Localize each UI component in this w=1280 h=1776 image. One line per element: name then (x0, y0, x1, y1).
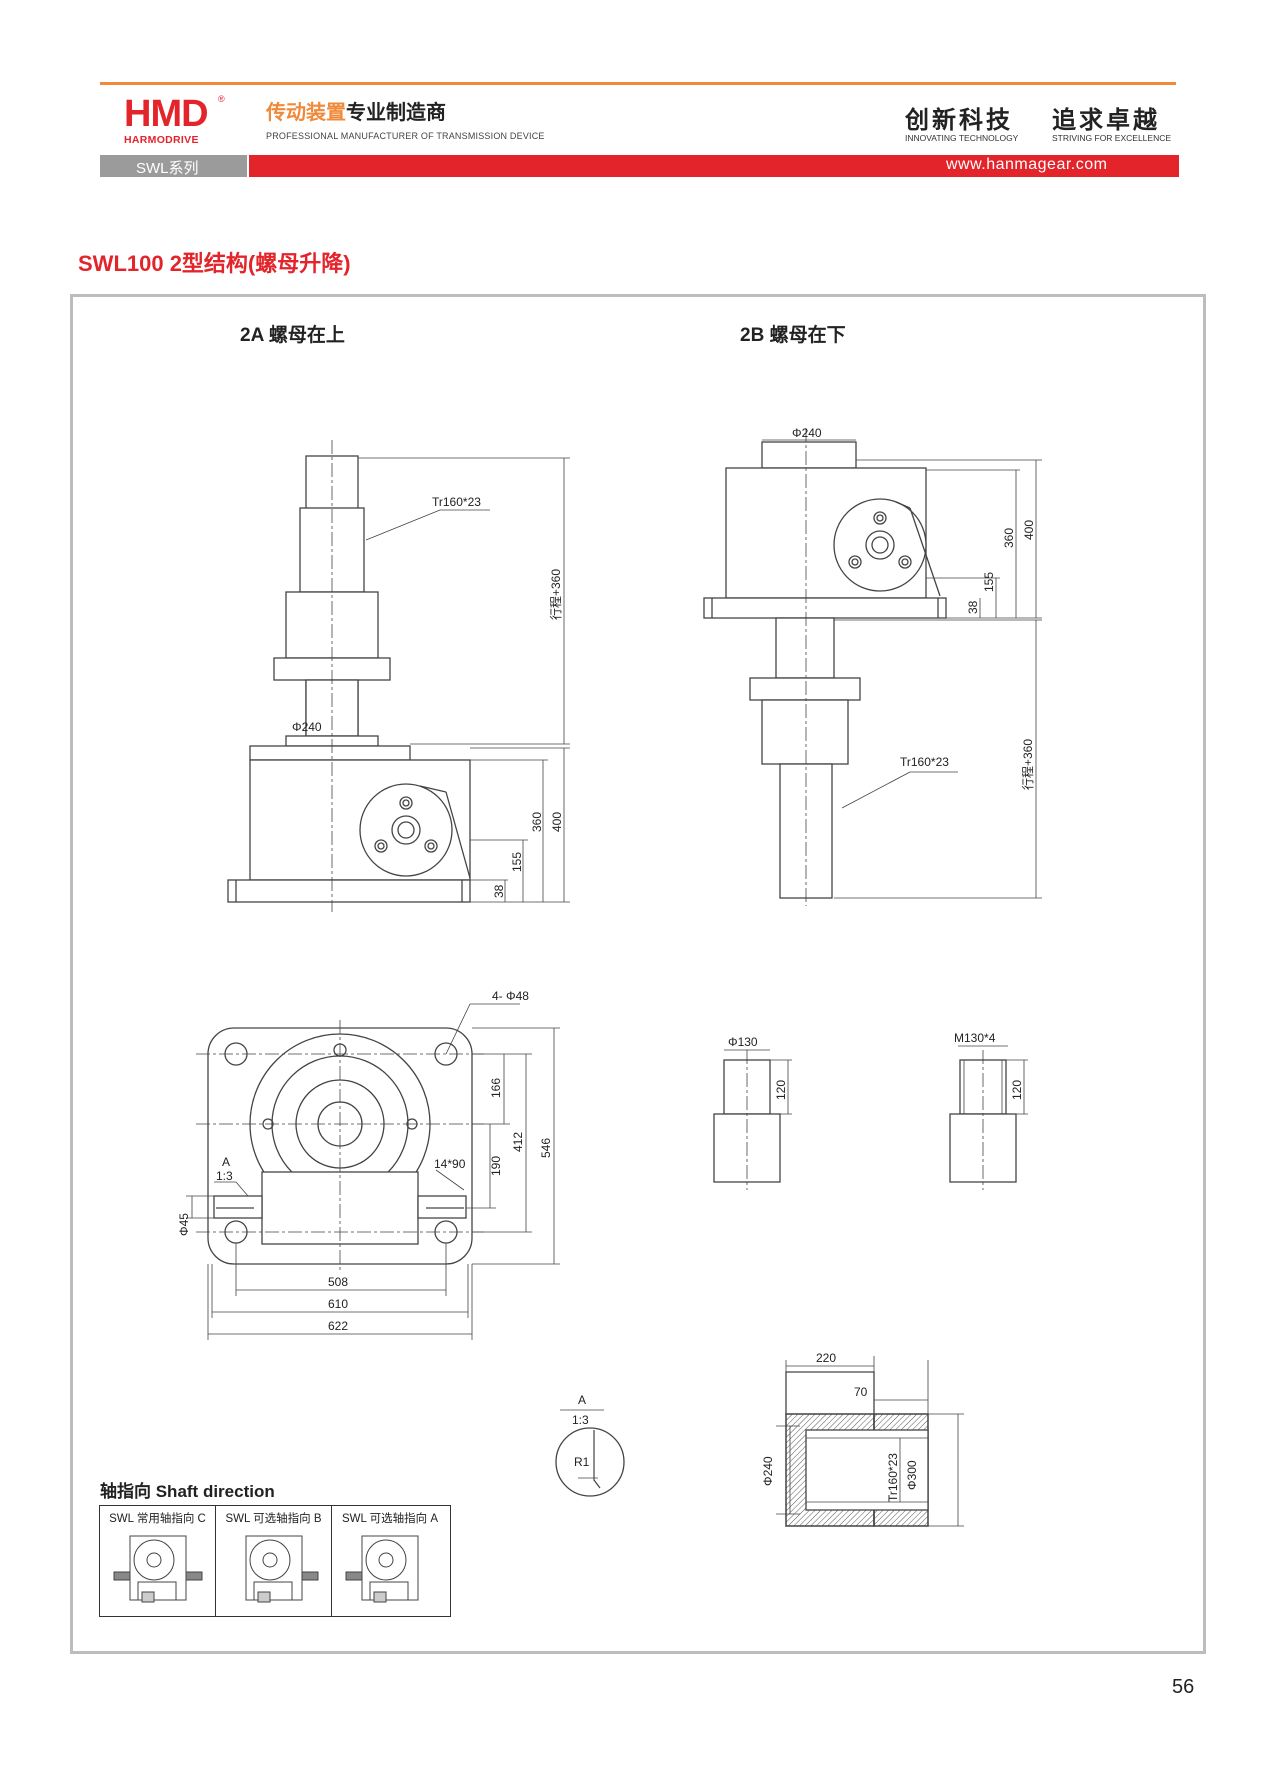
header-top-rule (100, 82, 1176, 85)
brand-name: HARMODRIVE (124, 134, 199, 146)
2a-dim-38: 38 (492, 884, 506, 898)
shaft-option-c: SWL 常用轴指向 C (100, 1506, 216, 1616)
drawing-frame (70, 294, 1206, 1654)
2a-dim-155: 155 (510, 852, 524, 872)
shaft-option-label: SWL 可选轴指向 A (341, 1513, 439, 1525)
gearbox-thumbnail-icon (113, 1535, 203, 1603)
detail-a-scale: 1:3 (572, 1413, 589, 1427)
tagline-orange: 传动装置 (266, 102, 346, 124)
2b-thread-label: Tr160*23 (900, 755, 949, 769)
shaft-direction-title: 轴指向 Shaft direction (100, 1482, 275, 1501)
series-label: SWL系列 (136, 160, 199, 177)
2a-dim-400: 400 (550, 812, 564, 832)
shaft-option-a: SWL 可选轴指向 A (332, 1506, 448, 1616)
website-bar (249, 155, 1179, 177)
view-2a-drawing (227, 440, 570, 912)
website-link[interactable]: www.hanmagear.com (946, 156, 1108, 173)
plan-detail-scale: 1:3 (216, 1169, 233, 1183)
plan-shaft-dia: Φ45 (177, 1213, 191, 1236)
header-tagline: 传动装置专业制造商 (266, 102, 446, 124)
tagline-black: 专业制造商 (346, 102, 446, 124)
2a-top-diameter: Φ240 (292, 720, 322, 734)
plan-dim-190: 190 (489, 1156, 503, 1176)
shaft-option-label: SWL 可选轴指向 B (225, 1513, 322, 1525)
shaft-end-2-length: 120 (1010, 1080, 1024, 1100)
nut-dia-300: Φ300 (905, 1460, 919, 1490)
gearbox-thumbnail-icon (245, 1535, 319, 1603)
header-tagline-en: PROFESSIONAL MANUFACTURER OF TRANSMISSIO… (266, 131, 545, 141)
2a-dim-360: 360 (530, 812, 544, 832)
shaft-direction-table: SWL 常用轴指向 C SWL 可选轴指向 B SWL 可选轴指向 (99, 1505, 451, 1617)
shaft-end-1-length: 120 (774, 1080, 788, 1100)
nut-dim-220: 220 (816, 1351, 836, 1365)
brand-logo: HMD (124, 93, 209, 135)
2a-stroke-label: 行程+360 (548, 569, 563, 620)
2b-dim-360: 360 (1002, 528, 1016, 548)
series-bar (100, 155, 247, 177)
plan-dim-622: 622 (328, 1319, 348, 1333)
nut-thread: Tr160*23 (886, 1453, 900, 1502)
2b-top-diameter: Φ240 (792, 426, 822, 440)
plan-view-drawing (186, 1003, 560, 1340)
2b-dim-155: 155 (982, 572, 996, 592)
plan-dim-610: 610 (328, 1297, 348, 1311)
view-2b-drawing (703, 428, 1042, 906)
nut-dim-70: 70 (854, 1385, 868, 1399)
view-2a-title: 2A 螺母在上 (240, 325, 345, 346)
shaft-end-2-thread: M130*4 (954, 1031, 996, 1045)
plan-holes-label: 4- Φ48 (492, 989, 529, 1003)
slogan-striving-en: STRIVING FOR EXCELLENCE (1052, 133, 1172, 143)
shaft-end-1-diameter: Φ130 (728, 1035, 758, 1049)
detail-a-radius: R1 (574, 1455, 590, 1469)
shaft-option-b: SWL 可选轴指向 B (216, 1506, 332, 1616)
2b-dim-400: 400 (1022, 520, 1036, 540)
plan-dim-508: 508 (328, 1275, 348, 1289)
2a-thread-label: Tr160*23 (432, 495, 481, 509)
plan-dim-546: 546 (539, 1138, 553, 1158)
shaft-option-label: SWL 常用轴指向 C (109, 1513, 206, 1525)
plan-detail-ref: A (222, 1155, 230, 1169)
gearbox-thumbnail-icon (345, 1535, 419, 1603)
2b-dim-38: 38 (966, 600, 980, 614)
plan-dim-412: 412 (511, 1132, 525, 1152)
detail-a-drawing (555, 1409, 625, 1497)
slogan-innovating-en: INNOVATING TECHNOLOGY (905, 133, 1019, 143)
nut-section-drawing (776, 1356, 964, 1527)
nut-dia-240: Φ240 (761, 1456, 775, 1486)
view-2b-title: 2B 螺母在下 (740, 325, 846, 346)
page-title: SWL100 2型结构(螺母升降) (78, 251, 351, 276)
2b-stroke-label: 行程+360 (1020, 739, 1035, 790)
page-number: 56 (1172, 1676, 1195, 1698)
plan-dim-166: 166 (489, 1078, 503, 1098)
registered-mark: ® (218, 94, 225, 104)
shaft-end-drawings (713, 1045, 1028, 1190)
detail-a-ref: A (578, 1393, 586, 1407)
plan-key-label: 14*90 (434, 1157, 466, 1171)
slogan-innovating: 创新科技 (905, 105, 1013, 134)
slogan-striving: 追求卓越 (1052, 105, 1160, 134)
